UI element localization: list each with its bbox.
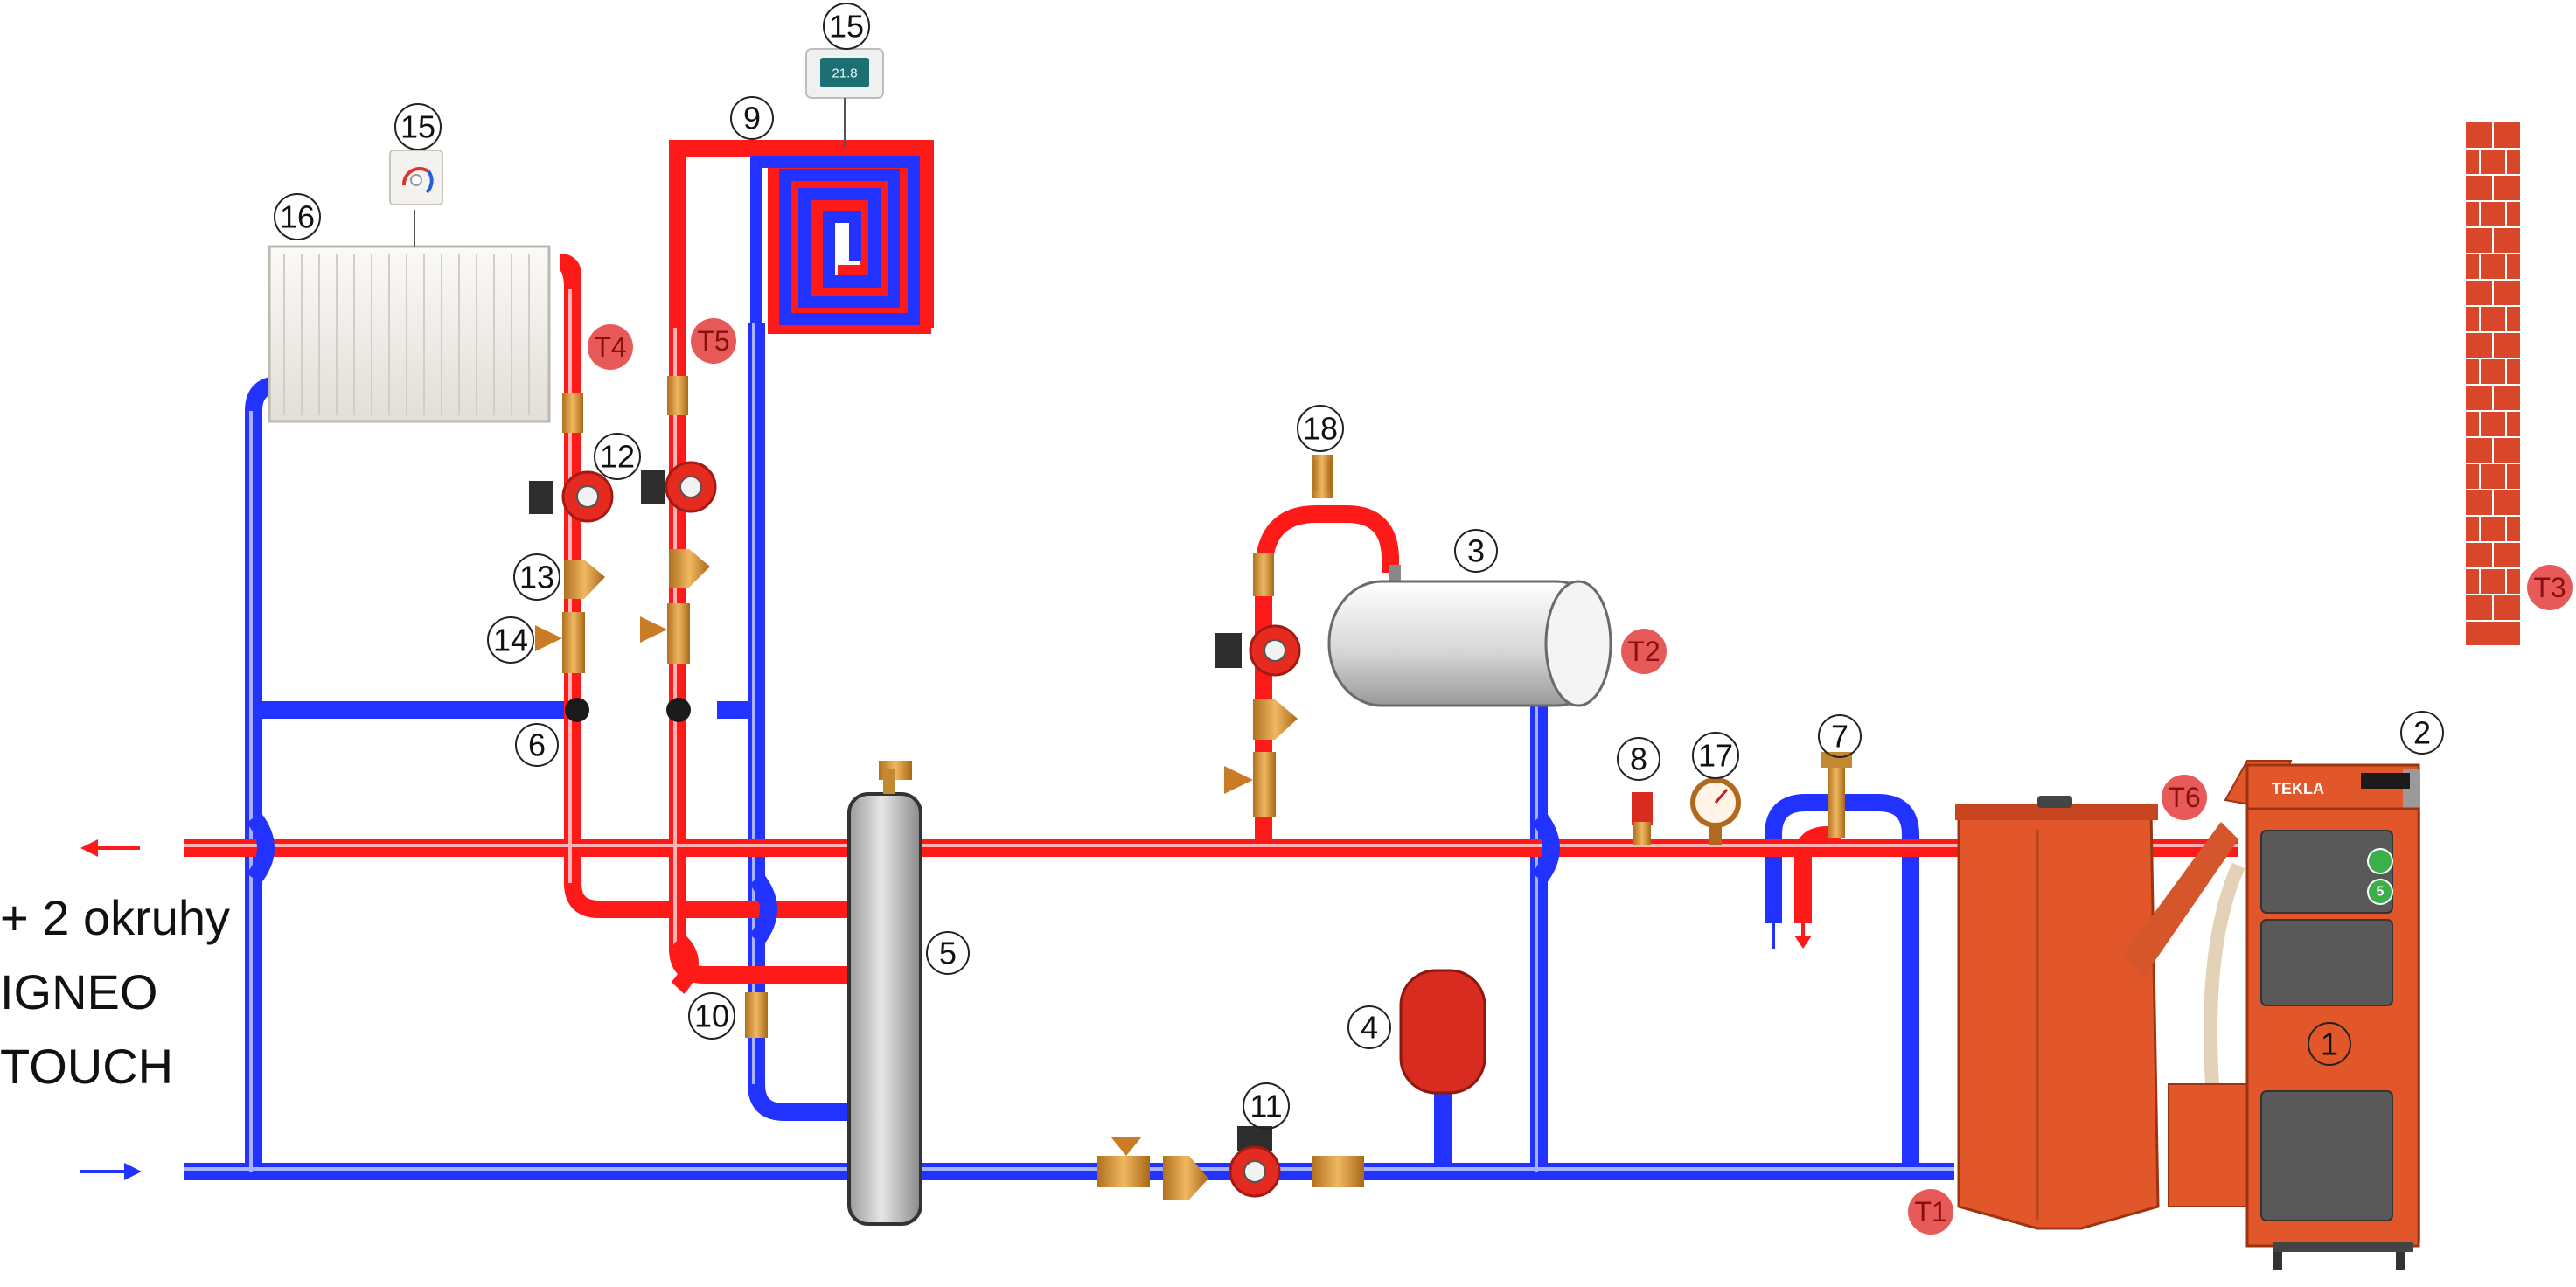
safety-fittings — [1313, 460, 1852, 845]
callout-14: 14 — [487, 616, 534, 664]
room-thermostat-dial — [389, 150, 443, 205]
boiler-brand: TEKLA — [2272, 780, 2324, 797]
callout-5: 5 — [926, 931, 970, 975]
callout-14-label: 14 — [493, 623, 528, 658]
flow-arrows — [1765, 909, 1812, 949]
sensor-t4: T4 — [588, 324, 633, 370]
callout-2-label: 2 — [2413, 715, 2431, 751]
callout-6-label: 6 — [528, 727, 546, 763]
callout-1-label: 1 — [2321, 1026, 2338, 1062]
callout-3: 3 — [1454, 529, 1498, 573]
sensor-t2: T2 — [1621, 629, 1667, 674]
circuit-flow-arrows — [80, 839, 142, 1180]
touch-thermostat — [805, 48, 884, 147]
pellet-hopper — [1955, 796, 2160, 1230]
callout-9: 9 — [730, 96, 774, 140]
return-pump-group — [1097, 1126, 1364, 1200]
sensor-t5: T5 — [691, 318, 736, 364]
return-pipes — [184, 323, 1954, 1180]
callout-7-label: 7 — [1831, 719, 1848, 755]
sensor-t3: T3 — [2527, 565, 2573, 610]
callout-6: 6 — [515, 723, 559, 767]
extra-circuits-text: + 2 okruhy — [0, 890, 231, 945]
callout-15-left-label: 15 — [400, 109, 435, 145]
sensor-t6: T6 — [2162, 775, 2207, 820]
thermostat-display-text: 21.8 — [832, 66, 857, 81]
callout-15-top: 15 — [823, 3, 870, 50]
callout-15-left: 15 — [394, 103, 442, 150]
radiator-circuit-fittings — [529, 376, 768, 1038]
callout-11-label: 11 — [1250, 1089, 1282, 1124]
return-pipe-highlights — [184, 323, 1954, 1172]
callout-13: 13 — [513, 553, 560, 601]
callout-18: 18 — [1297, 405, 1344, 452]
callout-12-label: 12 — [600, 439, 635, 475]
callout-11: 11 — [1243, 1082, 1290, 1130]
boiler — [2224, 760, 2420, 1270]
sensor-t1-label: T1 — [1914, 1196, 1946, 1228]
callout-7: 7 — [1818, 714, 1862, 758]
controller-model-text: TOUCH — [0, 1039, 174, 1094]
sensor-t1: T1 — [1908, 1189, 1953, 1235]
callout-16-label: 16 — [280, 199, 315, 235]
underfloor-coil — [678, 143, 931, 334]
sensor-t4-label: T4 — [594, 331, 626, 363]
brick-wall — [2466, 122, 2520, 645]
callout-10-label: 10 — [694, 998, 729, 1034]
callout-4-label: 4 — [1361, 1010, 1378, 1046]
callout-15-top-label: 15 — [829, 9, 864, 45]
callout-5-label: 5 — [939, 936, 957, 971]
sensor-t5-label: T5 — [697, 325, 729, 357]
boiler-badge: 5 — [2377, 885, 2385, 900]
radiator — [268, 210, 551, 423]
callout-1: 1 — [2308, 1022, 2351, 1066]
callout-10: 10 — [688, 992, 735, 1040]
callout-8-label: 8 — [1630, 741, 1647, 777]
callout-13-label: 13 — [519, 560, 554, 595]
sensor-t3-label: T3 — [2533, 572, 2566, 603]
callout-4: 4 — [1347, 1005, 1391, 1049]
callout-3-label: 3 — [1467, 533, 1485, 569]
pipe-crossings — [246, 811, 1560, 994]
callout-16: 16 — [274, 193, 321, 240]
callout-8: 8 — [1617, 737, 1660, 781]
sensor-t2-label: T2 — [1627, 636, 1660, 667]
callout-18-label: 18 — [1303, 411, 1338, 447]
controller-name-text: IGNEO — [0, 964, 158, 1019]
sensor-t6-label: T6 — [2168, 782, 2200, 813]
callout-12: 12 — [594, 433, 641, 480]
callout-17: 17 — [1692, 732, 1739, 779]
callout-9-label: 9 — [743, 101, 761, 136]
expansion-vessel — [1399, 969, 1486, 1095]
buffer-tank — [1327, 565, 1612, 707]
hydraulic-separator — [847, 761, 922, 1226]
callout-17-label: 17 — [1698, 738, 1733, 774]
callout-2: 2 — [2400, 711, 2444, 755]
